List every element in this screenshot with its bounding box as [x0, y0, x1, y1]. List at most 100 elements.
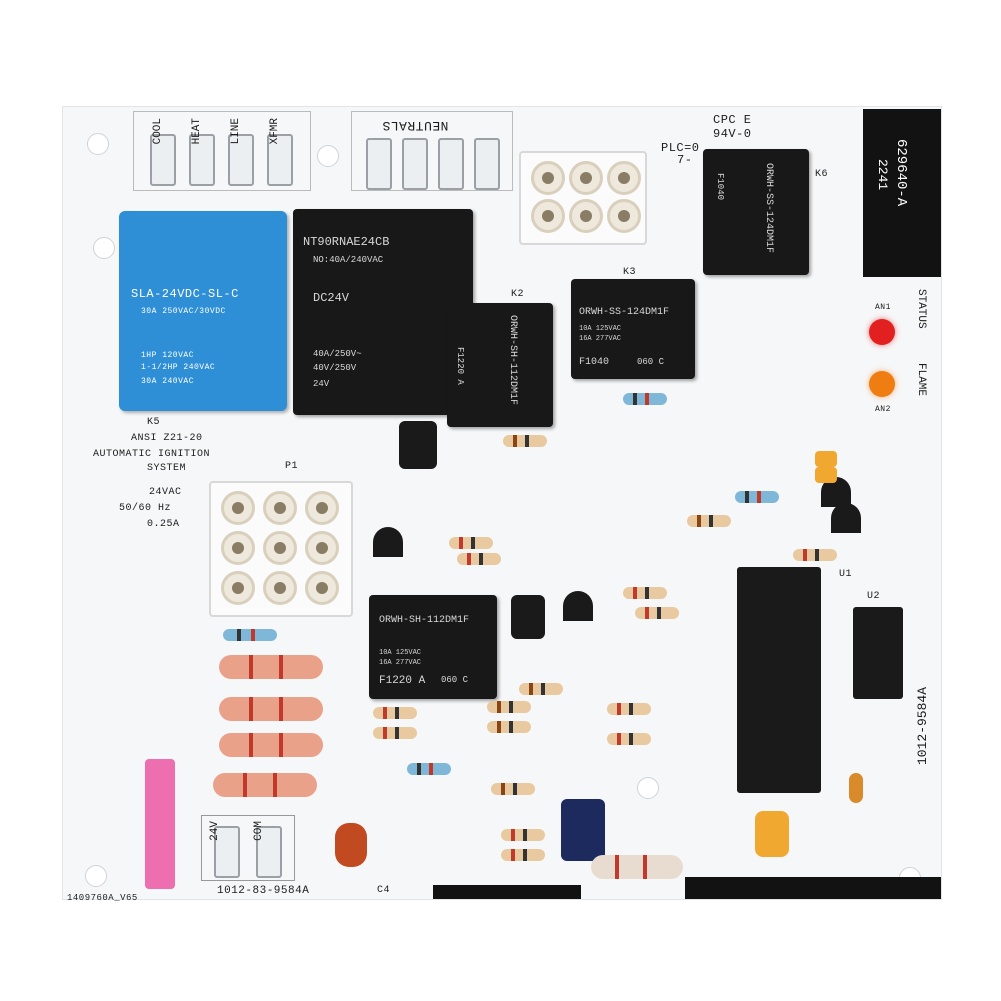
ref-k6: K6 — [815, 169, 829, 180]
ref-k3: K3 — [623, 267, 637, 278]
capacitor-c14 — [815, 467, 837, 483]
neutral-terminal — [402, 138, 428, 190]
ref-k2: K2 — [511, 289, 525, 300]
power-resistor — [219, 655, 323, 679]
label-com: COM — [253, 821, 265, 841]
terminal-heat — [189, 134, 215, 186]
ul-text: 94V-0 — [713, 127, 752, 141]
resistor — [487, 721, 531, 733]
capacitor — [511, 595, 545, 639]
resistor — [519, 683, 563, 695]
transistor-q3 — [563, 591, 593, 621]
capacitor-c3 — [755, 811, 789, 857]
neutral-terminal — [474, 138, 500, 190]
resistor — [607, 733, 651, 745]
neutral-terminal — [438, 138, 464, 190]
resistor — [491, 783, 535, 795]
label-heat: HEAT — [191, 118, 203, 145]
resistor-r26 — [223, 629, 277, 641]
bottom-label-strip — [433, 885, 581, 899]
mounting-hole — [637, 777, 659, 799]
relay-spec: F1220 A — [379, 675, 426, 687]
label-cool: COOL — [152, 118, 164, 145]
relay-spec: 40V/250V — [313, 363, 357, 373]
led-flame-orange — [869, 371, 895, 397]
terminal-com — [256, 826, 282, 878]
part-number-text-2: 2241 — [875, 159, 890, 191]
relay-label: NT90RNAE24CB — [303, 235, 390, 249]
ref-p1: P1 — [285, 461, 299, 472]
mounting-hole — [317, 145, 339, 167]
capacitor-c13 — [815, 451, 837, 467]
relay-label: ORWH-SH-112DM1F — [379, 615, 470, 626]
relay-spec: 10A 125VAC — [379, 649, 422, 657]
resistor — [503, 435, 547, 447]
relay-spec: F1040 — [715, 173, 725, 201]
relay-label: SLA-24VDC-SL-C — [131, 287, 239, 301]
resistor — [607, 703, 651, 715]
relay-spec: NO:40A/240VAC — [313, 255, 384, 265]
relay-spec: 060 C — [637, 357, 665, 367]
relay-spec: 16A 277VAC — [579, 335, 622, 343]
terminal-24v — [214, 826, 240, 878]
resistor — [501, 829, 545, 841]
part-number-label: 629640-A 2241 — [863, 109, 941, 277]
power-resistor — [219, 733, 323, 757]
resistor — [449, 537, 493, 549]
relay-label: ORWH-SS-124DM1F — [763, 163, 774, 254]
led-ref-an2: AN2 — [875, 405, 891, 414]
resistor — [735, 491, 779, 503]
relay-label: ORWH-SH-112DM1F — [507, 315, 518, 406]
system-text: SYSTEM — [147, 463, 187, 474]
hsci-label: C4 — [377, 885, 391, 896]
power-resistor — [213, 773, 317, 797]
blue-relay-k5: SLA-24VDC-SL-C 30A 250VAC/30VDC 1HP 120V… — [119, 211, 287, 411]
mounting-hole — [85, 865, 107, 887]
board-number-bottom-left: 1409760A_V65 — [67, 893, 138, 903]
relay-spec: 30A 250VAC/30VDC — [141, 307, 226, 316]
black-relay-nt90: NT90RNAE24CB NO:40A/240VAC DC24V 40A/250… — [293, 209, 473, 415]
ref-u1: U1 — [839, 569, 853, 580]
capacitor-c2 — [561, 799, 605, 861]
resistor — [457, 553, 501, 565]
volts-text: 24VAC — [149, 487, 182, 498]
nine-pin-connector — [209, 481, 353, 617]
bottom-label-strip — [685, 877, 941, 899]
relay-spec: 16A 277VAC — [379, 659, 422, 667]
relay-k2: ORWH-SH-112DM1F F1220 A — [447, 303, 553, 427]
terminal-cool — [150, 134, 176, 186]
terminal-xfmr — [267, 134, 293, 186]
neutrals-label: NEUTRALS — [382, 118, 449, 133]
led-ref-an1: AN1 — [875, 303, 891, 312]
power-resistor — [219, 697, 323, 721]
led-status-red — [869, 319, 895, 345]
hz-text: 50/60 Hz — [119, 503, 172, 514]
board-number-right: 1012-9584A — [915, 687, 930, 766]
resistor — [373, 727, 417, 739]
neutral-terminal — [366, 138, 392, 190]
relay-spec: 30A 240VAC — [141, 377, 195, 386]
ic-u1 — [737, 567, 821, 793]
status-label: STATUS — [915, 289, 927, 329]
mounting-hole — [93, 237, 115, 259]
resistor — [623, 587, 667, 599]
relay-spec: DC24V — [313, 291, 350, 305]
top-terminal-block: COOL HEAT LINE XFMR — [133, 111, 311, 191]
relay-spec: 1HP 120VAC — [141, 351, 195, 360]
ais-text: AUTOMATIC IGNITION — [93, 449, 211, 460]
relay-k3: ORWH-SS-124DM1F 10A 125VAC 16A 277VAC F1… — [571, 279, 695, 379]
resistor — [623, 393, 667, 405]
label-xfmr: XFMR — [269, 118, 281, 145]
capacitor-c19 — [399, 421, 437, 469]
capacitor-c1 — [335, 823, 367, 867]
relay-label: ORWH-SS-124DM1F — [579, 307, 670, 318]
cpc-text: CPC E — [713, 113, 752, 127]
relay-k6: ORWH-SS-124DM1F F1040 — [703, 149, 809, 275]
label-line: LINE — [230, 118, 242, 145]
relay-spec: F1040 — [579, 357, 610, 368]
fuse — [145, 759, 175, 889]
plc-text-2: 7- — [677, 153, 693, 167]
relay-spec: 1-1/2HP 240VAC — [141, 363, 216, 372]
relay-k1: ORWH-SH-112DM1F 10A 125VAC 16A 277VAC F1… — [369, 595, 497, 699]
bottom-terminal-block — [201, 815, 295, 881]
